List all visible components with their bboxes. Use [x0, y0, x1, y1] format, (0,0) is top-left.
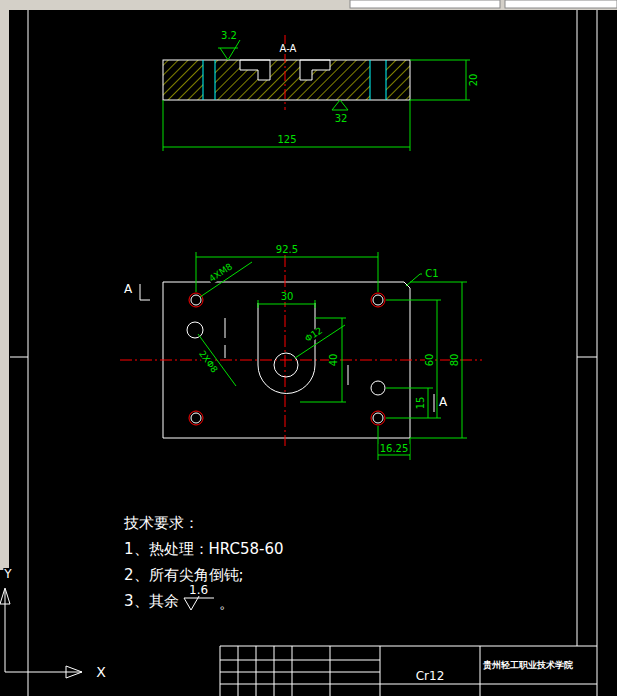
requirement-item: 2、所有尖角倒钝;: [123, 568, 245, 583]
chamfer-note: C1: [424, 269, 439, 279]
dimension: 15: [416, 396, 426, 411]
section-view: [163, 35, 410, 110]
dimension: 40: [329, 353, 339, 368]
roughness-value: 32: [334, 114, 349, 124]
section-mark: A: [438, 396, 448, 408]
dimension: 16.25: [379, 444, 410, 454]
dimension: 30: [280, 292, 295, 302]
drawing-frame: [10, 10, 597, 696]
punctuation: 。: [218, 596, 235, 611]
toolbar: [0, 0, 617, 570]
ucs-icon: [0, 588, 82, 678]
dimension: 92.5: [275, 245, 299, 255]
hole-callout: 2XΦ8: [197, 349, 220, 376]
roughness-value: 1.6: [188, 584, 209, 596]
dimension: 125: [276, 135, 297, 145]
plan-view: [120, 255, 482, 446]
roughness-value: 3.2: [220, 31, 238, 41]
axis-label: X: [95, 665, 107, 679]
plan-dimensions: [196, 252, 467, 460]
requirement-item: 1、热处理：HRC58-60: [123, 542, 285, 557]
dimension: 20: [469, 73, 479, 88]
axis-label: Y: [3, 568, 12, 580]
title-block: [220, 646, 597, 696]
dimension: 80: [450, 353, 460, 368]
school-name-cell: 贵州轻工职业技术学院: [482, 661, 574, 670]
material-cell: Cr12: [415, 670, 446, 682]
requirements-heading: 技术要求：: [123, 516, 200, 531]
section-dimensions: [163, 40, 470, 151]
hole-callout: 4XM8: [207, 262, 235, 285]
requirement-item: 3、其余: [123, 594, 180, 609]
section-title: A-A: [279, 44, 298, 54]
dimension: 60: [425, 353, 435, 368]
hole-callout: Φ12: [303, 326, 325, 345]
section-mark: A: [123, 283, 133, 295]
